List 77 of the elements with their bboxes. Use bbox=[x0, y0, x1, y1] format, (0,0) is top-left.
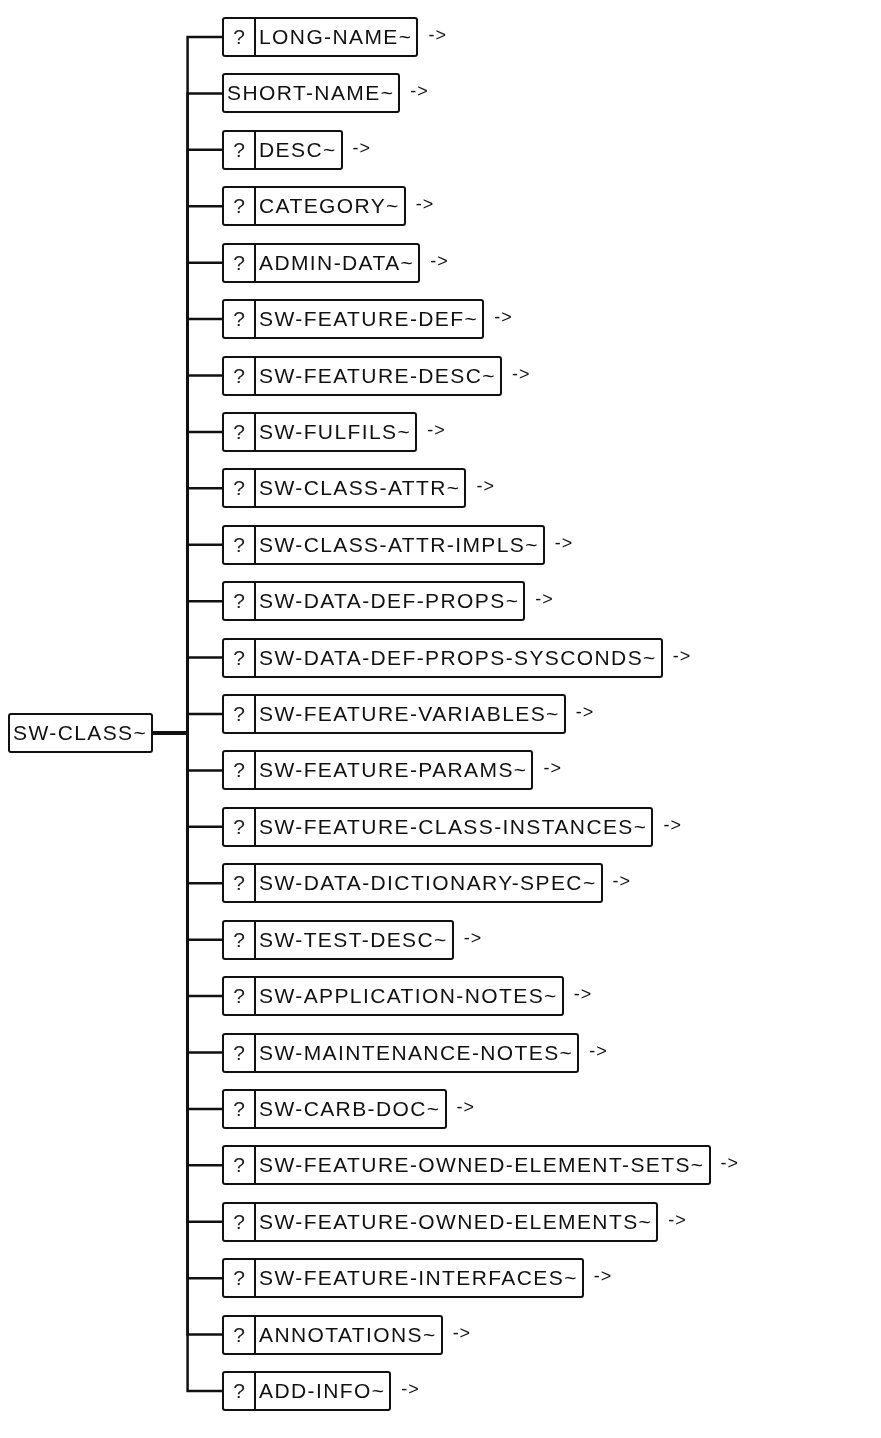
reference-marker: -> bbox=[663, 814, 682, 836]
element-box bbox=[222, 468, 467, 509]
element-name: SW-FEATURE-OWNED-ELEMENTS~ bbox=[258, 1208, 654, 1235]
reference-marker: -> bbox=[415, 194, 435, 216]
element-name: LONG-NAME~ bbox=[258, 24, 414, 50]
element-name: SW-APPLICATION-NOTES~ bbox=[258, 983, 559, 1010]
element-box bbox=[222, 637, 663, 678]
element-name: SW-CLASS-ATTR-IMPLS~ bbox=[258, 531, 540, 558]
reference-marker: -> bbox=[672, 645, 692, 667]
element-name: ADMIN-DATA~ bbox=[258, 249, 416, 276]
reference-marker: -> bbox=[575, 702, 595, 723]
reference-marker: -> bbox=[352, 137, 372, 159]
element-box bbox=[8, 713, 154, 753]
element-name: CATEGORY~ bbox=[258, 193, 401, 220]
element-box bbox=[222, 1032, 580, 1073]
reference-marker: -> bbox=[494, 307, 513, 329]
reference-marker: -> bbox=[427, 419, 446, 441]
reference-marker: -> bbox=[511, 363, 531, 385]
element-box bbox=[222, 242, 421, 283]
element-box bbox=[222, 186, 406, 227]
element-name: SW-FEATURE-OWNED-ELEMENT-SETS~ bbox=[258, 1152, 706, 1179]
reference-marker: -> bbox=[668, 1209, 687, 1231]
element-name: SW-FEATURE-VARIABLES~ bbox=[258, 701, 561, 727]
element-name: SHORT-NAME~ bbox=[226, 80, 396, 107]
element-box bbox=[222, 919, 454, 960]
reference-marker: -> bbox=[612, 871, 632, 893]
reference-marker: -> bbox=[456, 1096, 476, 1118]
element-name: SW-CLASS~ bbox=[12, 720, 149, 746]
element-name: ADD-INFO~ bbox=[258, 1378, 387, 1404]
reference-marker: -> bbox=[535, 589, 554, 611]
element-box bbox=[222, 299, 485, 340]
element-box bbox=[222, 1145, 711, 1186]
element-box bbox=[222, 355, 502, 396]
element-box bbox=[222, 1201, 659, 1242]
reference-marker: -> bbox=[573, 984, 593, 1006]
element-box bbox=[222, 129, 343, 170]
reference-marker: -> bbox=[476, 476, 495, 498]
element-box bbox=[222, 863, 603, 904]
reference-marker: -> bbox=[428, 25, 447, 46]
element-box bbox=[222, 1314, 443, 1355]
element-name: SW-FEATURE-PARAMS~ bbox=[258, 757, 529, 784]
element-box bbox=[222, 806, 654, 847]
element-box bbox=[222, 73, 401, 114]
element-name: SW-DATA-DEF-PROPS-SYSCONDS~ bbox=[258, 644, 658, 671]
reference-marker: -> bbox=[463, 927, 483, 949]
element-name: SW-DATA-DICTIONARY-SPEC~ bbox=[258, 870, 598, 897]
element-name: SW-FEATURE-INTERFACES~ bbox=[258, 1265, 579, 1292]
element-name: ANNOTATIONS~ bbox=[258, 1321, 438, 1348]
element-name: SW-DATA-DEF-PROPS~ bbox=[258, 588, 521, 615]
element-box bbox=[222, 17, 419, 57]
element-box bbox=[222, 411, 418, 452]
reference-marker: -> bbox=[720, 1153, 740, 1175]
reference-marker: -> bbox=[554, 532, 574, 554]
element-name: SW-CLASS-ATTR~ bbox=[258, 475, 462, 502]
element-name: SW-FEATURE-CLASS-INSTANCES~ bbox=[258, 813, 649, 840]
element-box bbox=[222, 976, 564, 1017]
reference-marker: -> bbox=[430, 250, 449, 272]
reference-marker: -> bbox=[589, 1040, 608, 1062]
element-box bbox=[222, 581, 526, 622]
reference-marker: -> bbox=[452, 1322, 472, 1344]
element-box bbox=[222, 524, 545, 565]
element-name: SW-CARB-DOC~ bbox=[258, 1095, 442, 1122]
element-name: DESC~ bbox=[258, 136, 338, 163]
element-box bbox=[222, 694, 566, 734]
reference-marker: -> bbox=[593, 1266, 613, 1288]
element-name: SW-TEST-DESC~ bbox=[258, 926, 449, 953]
element-box bbox=[222, 1088, 447, 1129]
reference-marker: -> bbox=[401, 1379, 420, 1400]
element-box bbox=[222, 750, 534, 791]
element-name: SW-FEATURE-DEF~ bbox=[258, 306, 480, 333]
element-box bbox=[222, 1371, 392, 1411]
reference-marker: -> bbox=[410, 81, 429, 103]
element-name: SW-FEATURE-DESC~ bbox=[258, 362, 497, 389]
element-name: SW-MAINTENANCE-NOTES~ bbox=[258, 1039, 575, 1066]
element-name: SW-FULFILS~ bbox=[258, 418, 413, 445]
reference-marker: -> bbox=[543, 758, 562, 780]
element-box bbox=[222, 1258, 584, 1299]
